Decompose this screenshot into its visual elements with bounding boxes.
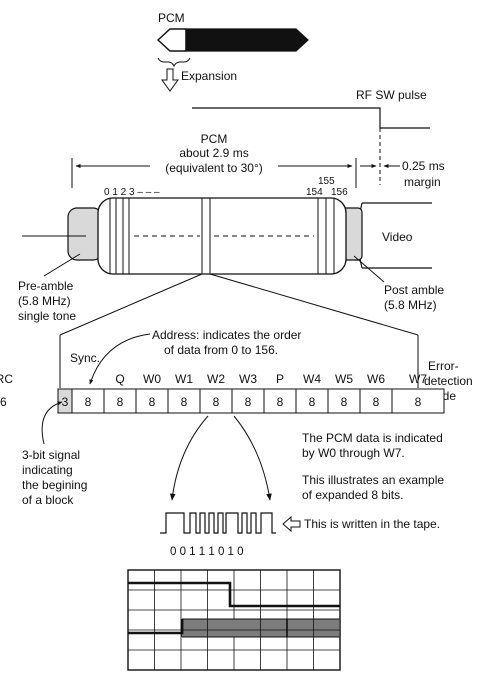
three-bit-line1: 3-bit signal — [22, 448, 80, 462]
word-label: W3 — [239, 372, 257, 386]
expansion-brace — [157, 57, 191, 68]
frame-cell — [103, 388, 137, 414]
postamble-leader — [353, 255, 385, 283]
frame-cell-bits: 8 — [415, 395, 422, 409]
preamble-line1: Pre-amble — [18, 279, 74, 293]
word-label: W2 — [207, 372, 225, 386]
frame-cell-bits: 8 — [149, 395, 156, 409]
margin-line2: margin — [404, 175, 441, 189]
block-number-154: 154 — [306, 187, 323, 198]
margin-line1: 0.25 ms — [402, 159, 445, 173]
expand-line-left — [59, 273, 203, 336]
rf-sw-pulse-waveform — [192, 107, 430, 129]
word-label: W0 — [143, 372, 161, 386]
word-label: CRC — [0, 372, 13, 386]
frame-cell — [295, 388, 329, 414]
address-note-line2: of data from 0 to 156. — [164, 343, 278, 357]
word-labels: Q W0 W1 W2 W3 P W4 W5 W6 W7 CRC — [0, 372, 427, 386]
frame-cell — [199, 388, 233, 414]
expanded-bit-waveform — [160, 512, 276, 534]
postamble-line2: (5.8 MHz) — [384, 298, 437, 312]
frame-cell-bits: 8 — [181, 395, 188, 409]
frame-cell — [71, 388, 105, 414]
error-detection-line1: Error- — [428, 359, 459, 373]
hollow-down-arrow-icon — [161, 68, 179, 92]
pcm-duration-title: PCM — [201, 132, 228, 146]
frame-cell — [135, 388, 169, 414]
three-bit-pointer — [41, 401, 63, 445]
word-label: W5 — [335, 372, 353, 386]
frame-cell — [391, 388, 445, 414]
frame-cell-bits: 8 — [309, 395, 316, 409]
expansion-label: Expansion — [181, 69, 237, 83]
pcm-data-note-line1: The PCM data is indicated — [302, 431, 443, 445]
three-bit-line3: the begining — [22, 478, 87, 492]
pcm-block-dividers — [109, 198, 335, 274]
bit-values: 0 0 1 1 1 0 1 0 — [170, 546, 244, 558]
frame-cell-bits: 3 — [62, 395, 69, 409]
example-note-line1: This illustrates an example — [302, 473, 444, 487]
oscilloscope-screen — [127, 569, 341, 671]
frame-cell-bits: 8 — [245, 395, 252, 409]
rf-sw-pulse-label: RF SW pulse — [356, 88, 427, 102]
sync-label: Sync. — [70, 351, 100, 365]
word-label: W7 — [409, 372, 427, 386]
frame-cell-bits: 8 — [117, 395, 124, 409]
frame-cell-bits: 8 — [373, 395, 380, 409]
frame-cell — [327, 388, 361, 414]
expand-line-right — [209, 273, 419, 336]
address-note-line1: Address: indicates the order — [152, 328, 301, 342]
frame-cell — [359, 388, 393, 414]
pcm-pulse-shape — [156, 28, 309, 52]
preamble-line3: single tone — [18, 309, 76, 323]
pcm-data-note-line2: by W0 through W7. — [302, 446, 405, 460]
pcm-duration-line1: about 2.9 ms — [179, 146, 248, 160]
frame-cell-bits: 8 — [213, 395, 220, 409]
three-bit-line4: of a block — [22, 493, 74, 507]
preamble-line2: (5.8 MHz) — [18, 294, 71, 308]
pcm-track-body — [97, 197, 347, 275]
frame-cell-bits: 8 — [277, 395, 284, 409]
pcm-duration-line2: (equivalent to 30°) — [165, 161, 263, 175]
written-note: This is written in the tape. — [304, 517, 440, 531]
preamble-head — [67, 207, 103, 261]
frame-cell-bits: 16 — [0, 395, 7, 409]
block-numbers-left: 0 1 2 3 – – – — [104, 187, 160, 198]
word-label: W4 — [303, 372, 321, 386]
frame-cell — [231, 388, 265, 414]
word-label: W1 — [175, 372, 193, 386]
block-number-155: 155 — [318, 176, 335, 187]
word-label: P — [276, 372, 284, 386]
frame-cell — [263, 388, 297, 414]
error-detection-line2: detection — [424, 374, 473, 388]
frame-cell-bits: 8 — [341, 395, 348, 409]
word-label: W6 — [367, 372, 385, 386]
block-number-156: 156 — [331, 187, 348, 198]
preamble-leader — [43, 253, 81, 277]
w3-expand-arrow-left — [169, 415, 209, 501]
example-note-line2: of expanded 8 bits. — [302, 488, 403, 502]
data-frame: 3 8 8 8 8 8 8 8 8 8 8 8 16 — [0, 388, 445, 414]
video-label: Video — [382, 230, 413, 244]
hollow-left-arrow-icon — [282, 515, 301, 533]
address-pointer — [89, 333, 151, 385]
postamble-line1: Post amble — [384, 283, 444, 297]
word-label: Q — [115, 372, 124, 386]
video-track-lines — [362, 202, 432, 269]
three-bit-line2: indicating — [22, 463, 73, 477]
frame-cell-bits: 8 — [85, 395, 92, 409]
w3-expand-arrow-right — [233, 415, 272, 501]
pcm-top-label: PCM — [158, 11, 185, 25]
